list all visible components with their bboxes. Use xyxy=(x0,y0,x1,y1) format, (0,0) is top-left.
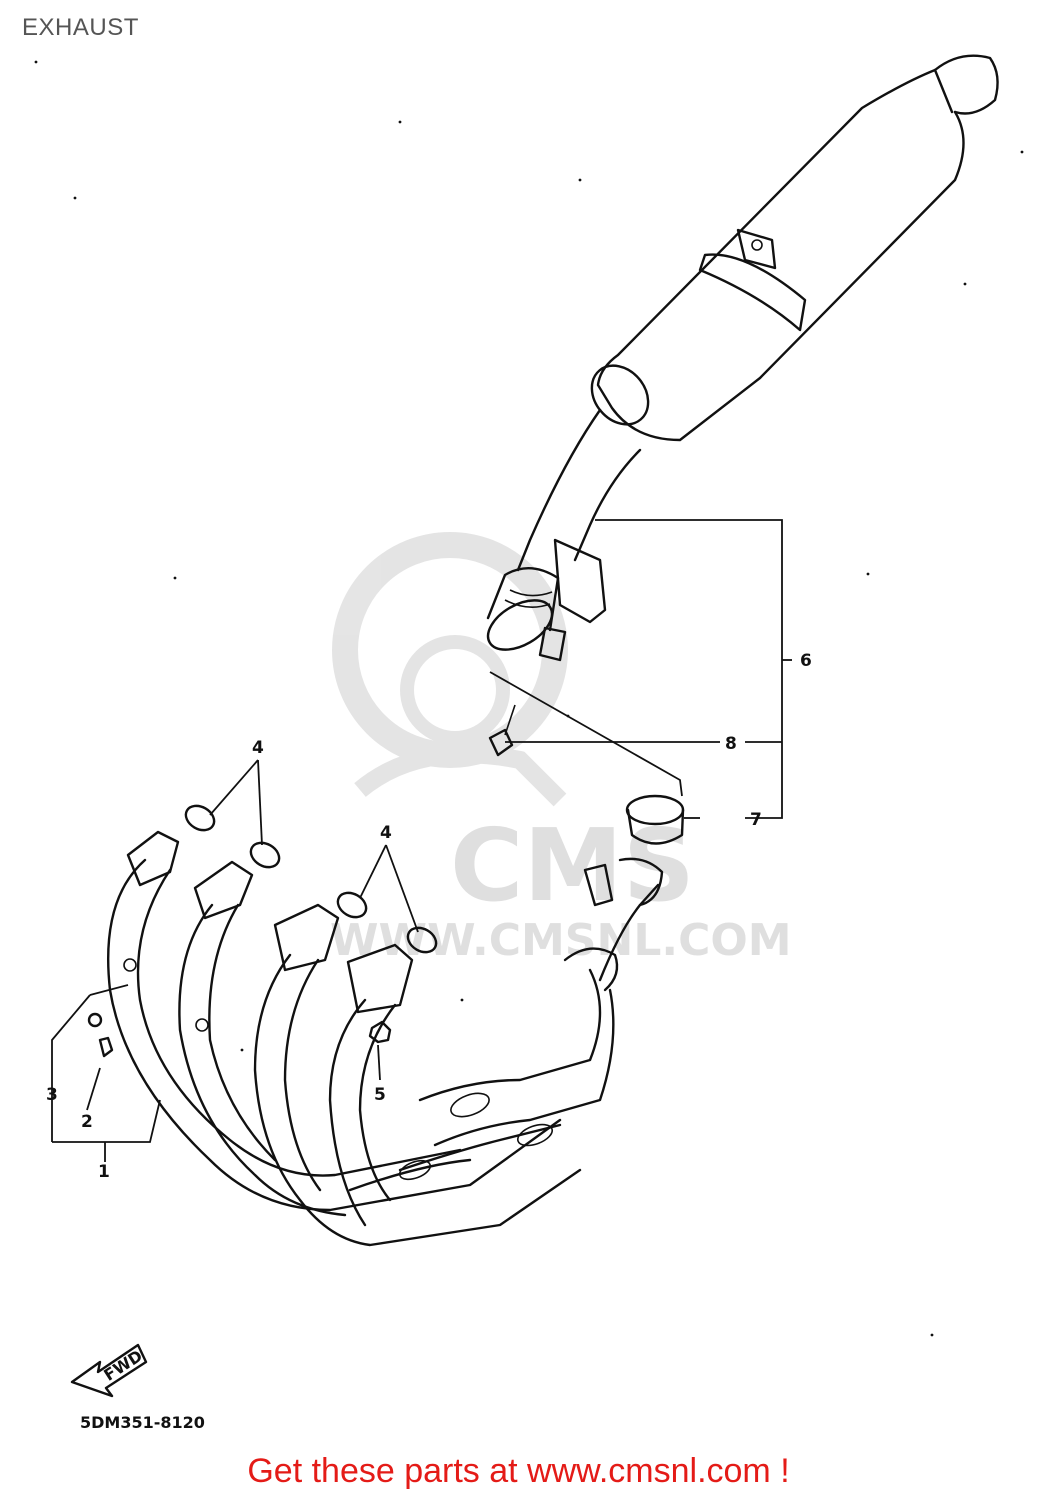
bolt-part-8 xyxy=(488,704,516,757)
page-title: EXHAUST xyxy=(22,14,139,41)
footer-link[interactable]: Get these parts at www.cmsnl.com ! xyxy=(247,1452,790,1490)
nut-part-5 xyxy=(368,1020,392,1044)
muffler-assembly xyxy=(486,54,999,662)
callout-8: 8 xyxy=(725,734,737,754)
diagram-code: 5DM351-8120 xyxy=(80,1413,205,1432)
bolt-washer-parts-2-3 xyxy=(87,1012,114,1058)
gaskets-part-4 xyxy=(184,804,438,954)
callout-6: 6 xyxy=(800,651,812,671)
callout-1: 1 xyxy=(98,1162,110,1182)
watermark-url: WWW.CMSNL.COM xyxy=(330,915,792,966)
exhaust-header-pipes xyxy=(107,830,664,1247)
leader-lines xyxy=(51,519,792,1162)
cms-watermark: CMS WWW.CMSNL.COM xyxy=(330,532,792,966)
fwd-label: FWD xyxy=(100,1346,145,1385)
callout-7: 7 xyxy=(750,810,762,830)
fwd-arrow-icon: FWD xyxy=(70,1343,148,1398)
callout-5: 5 xyxy=(374,1085,386,1105)
gasket-part-7 xyxy=(625,794,685,845)
callout-4-right: 4 xyxy=(380,823,392,843)
callout-4-left: 4 xyxy=(252,738,264,758)
callout-3: 3 xyxy=(46,1085,58,1105)
callout-2: 2 xyxy=(81,1112,93,1132)
scan-dots xyxy=(34,60,1024,1337)
